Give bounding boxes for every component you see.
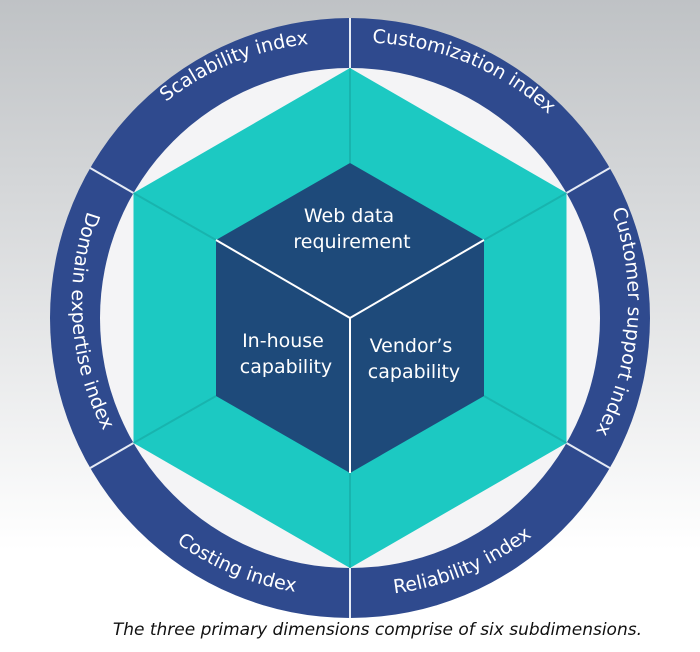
figure-caption: The three primary dimensions comprise of…	[112, 620, 642, 640]
in-house-capability-label: In-house capability	[240, 330, 332, 378]
primary-dimension-dividers	[215, 239, 485, 473]
vendors-capability-label: Vendor’s capability	[368, 335, 460, 383]
ring-segment-dividers	[89, 18, 611, 618]
core-labels: Web data requirement In-house capability…	[240, 205, 460, 383]
hexagon-connector-lines	[133, 68, 567, 568]
web-data-requirement-label: Web data requirement	[293, 205, 410, 253]
